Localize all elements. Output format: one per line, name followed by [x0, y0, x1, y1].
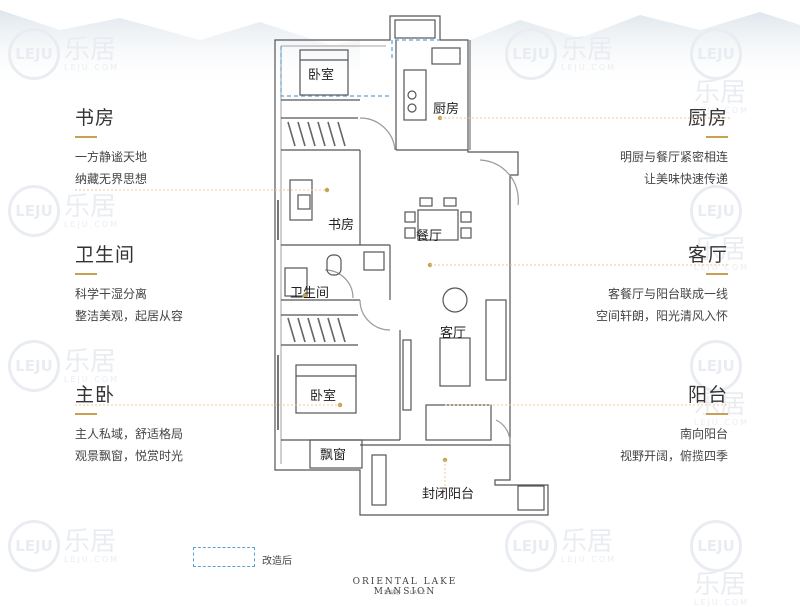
annotation-balcony: 阳台 南向阳台 视野开阔，俯揽四季	[620, 380, 728, 467]
room-kitchen: 厨房	[433, 102, 460, 117]
brand-sub: 东湖荟 · LAKE	[383, 590, 427, 596]
annotation-line: 明厨与餐厅紧密相连	[619, 150, 728, 164]
coffee-table	[439, 337, 471, 387]
basin	[363, 251, 385, 271]
annotation-line: 让美味快速传递	[643, 172, 728, 186]
dining-table	[417, 209, 459, 241]
annotation-study: 书房 一方静谧天地 纳藏无界思想	[75, 103, 147, 190]
chair	[297, 194, 311, 210]
shower	[284, 267, 308, 297]
round-table	[442, 287, 468, 313]
inner-wall	[280, 45, 386, 464]
annotation-line: 客餐厅与阳台联成一线	[607, 287, 728, 301]
stair-box	[394, 19, 436, 39]
balcony-cabinet	[371, 454, 387, 506]
balcony-cabinet	[517, 485, 545, 511]
brand-name: ORIENTAL LAKE MANSION	[352, 577, 458, 597]
stove	[407, 103, 417, 113]
chair	[404, 227, 416, 239]
modification-dashed	[280, 39, 440, 97]
annotation-master-bedroom: 主卧 主人私域，舒适格局 观景飘窗，悦赏时光	[75, 380, 183, 467]
chair	[460, 227, 472, 239]
annotation-title: 主卧	[75, 384, 116, 406]
stove	[407, 90, 417, 100]
annotation-title: 厨房	[687, 107, 728, 129]
chair	[404, 211, 416, 223]
accent-bar	[75, 273, 97, 275]
annotation-line: 主人私域，舒适格局	[75, 427, 184, 441]
annotation-line: 纳藏无界思想	[75, 172, 148, 186]
annotation-line: 整洁美观，起居从容	[75, 309, 184, 323]
chair	[443, 197, 457, 207]
annotation-line: 空间轩朗，阳光清风入怀	[595, 309, 728, 323]
door-swing	[495, 419, 511, 446]
door-swing	[479, 159, 519, 206]
desk	[289, 179, 313, 221]
annotation-line: 视野开阔，俯揽四季	[619, 449, 728, 463]
mountain-banner	[0, 10, 800, 90]
bed	[299, 49, 349, 96]
chair	[419, 197, 433, 207]
room-bay-window: 飘窗	[320, 448, 347, 463]
door-swing	[359, 117, 396, 151]
annotation-bathroom: 卫生间 科学干湿分离 整洁美观，起居从容	[75, 240, 183, 327]
legend-label: 改造后	[262, 556, 292, 567]
accent-bar	[75, 136, 97, 138]
room-enclosed-balcony: 封闭阳台	[422, 487, 475, 502]
bay-window	[309, 439, 363, 469]
room-dining: 餐厅	[416, 229, 443, 244]
annotation-line: 南向阳台	[679, 427, 728, 441]
rug	[425, 404, 492, 441]
chair	[460, 211, 472, 223]
annotation-title: 客厅	[687, 244, 728, 266]
annotation-title: 阳台	[687, 384, 728, 406]
leader-lines	[75, 117, 730, 490]
annotation-living: 客厅 客餐厅与阳台联成一线 空间轩朗，阳光清风入怀	[596, 240, 728, 327]
annotation-line: 科学干湿分离	[75, 287, 148, 301]
accent-bar	[75, 413, 97, 415]
bed	[295, 364, 357, 414]
annotation-kitchen: 厨房 明厨与餐厅紧密相连 让美味快速传递	[620, 103, 728, 190]
accent-bar	[706, 413, 728, 415]
room-bedroom-top: 卧室	[308, 68, 335, 83]
accent-bar	[706, 136, 728, 138]
accent-bar	[706, 273, 728, 275]
wardrobe-hatch	[287, 121, 346, 343]
annotation-line: 一方静谧天地	[75, 150, 148, 164]
room-living: 客厅	[440, 326, 467, 341]
room-bedroom-bottom: 卧室	[310, 389, 337, 404]
room-study: 书房	[328, 218, 355, 233]
room-bathroom: 卫生间	[290, 286, 330, 301]
sink	[431, 47, 461, 65]
sofa	[485, 299, 507, 381]
annotation-title: 卫生间	[75, 244, 136, 266]
toilet	[326, 254, 342, 276]
counter	[403, 69, 427, 121]
door-swing	[324, 269, 354, 299]
door-swing	[359, 299, 391, 331]
legend-dashed-box	[193, 547, 255, 567]
tv-cabinet	[402, 339, 412, 411]
annotation-title: 书房	[75, 107, 116, 129]
annotation-line: 观景飘窗，悦赏时光	[75, 449, 184, 463]
